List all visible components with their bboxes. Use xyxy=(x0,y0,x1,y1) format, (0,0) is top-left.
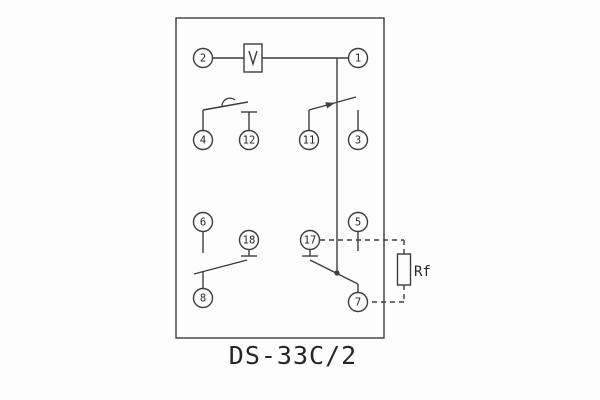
terminal-18-circle xyxy=(238,229,260,251)
contact-11-3 xyxy=(308,96,359,130)
terminal-17: 17 xyxy=(299,229,321,251)
coil-circuit xyxy=(213,43,348,273)
terminal-18: 18 xyxy=(238,229,260,251)
terminal-2-label: 2 xyxy=(200,53,206,65)
terminal-4: 4 xyxy=(192,129,214,151)
contact-5-17-7 xyxy=(302,231,359,292)
terminal-12-label: 12 xyxy=(243,135,256,147)
terminal-5: 5 xyxy=(347,211,369,233)
terminal-2: 2 xyxy=(192,47,214,69)
terminal-3: 3 xyxy=(347,129,369,151)
terminals: 2 1 4 12 11 3 xyxy=(192,47,369,313)
resistor-box xyxy=(396,253,412,286)
blade-8-18 xyxy=(193,259,248,275)
external-resistor-circuit: Rf xyxy=(320,239,431,303)
terminal-8-circle xyxy=(192,287,214,309)
terminal-8-label: 8 xyxy=(200,293,206,305)
terminal-1: 1 xyxy=(347,47,369,69)
terminal-18-label: 18 xyxy=(243,235,256,247)
contact-4-12 xyxy=(202,97,257,130)
resistor-label: Rf xyxy=(414,264,431,280)
delay-hook xyxy=(221,97,236,108)
terminal-8: 8 xyxy=(192,287,214,309)
contact-6-18-8 xyxy=(193,231,257,288)
terminal-11: 11 xyxy=(298,129,320,151)
blade-17-7 xyxy=(309,259,359,285)
enclosure-border xyxy=(175,17,385,339)
terminal-3-label: 3 xyxy=(355,135,361,147)
junction-dot xyxy=(334,270,340,276)
terminal-7: 7 xyxy=(347,291,369,313)
arrow-icon xyxy=(325,102,335,109)
coil-v-symbol xyxy=(248,50,258,67)
terminal-1-label: 1 xyxy=(355,53,361,65)
terminal-2-circle xyxy=(192,47,214,69)
terminal-6: 6 xyxy=(192,211,214,233)
terminal-5-label: 5 xyxy=(355,217,361,229)
coil-box xyxy=(243,43,263,73)
terminal-11-label: 11 xyxy=(303,135,316,147)
terminal-12: 12 xyxy=(238,129,260,151)
terminal-6-label: 6 xyxy=(200,217,206,229)
terminal-5-circle xyxy=(347,211,369,233)
terminal-17-label: 17 xyxy=(304,235,317,247)
blade-4-12 xyxy=(202,101,249,111)
terminal-4-label: 4 xyxy=(200,135,206,147)
terminal-7-label: 7 xyxy=(355,297,361,309)
terminal-6-circle xyxy=(192,211,214,233)
terminal-11-circle xyxy=(298,129,320,151)
terminal-4-circle xyxy=(192,129,214,151)
terminal-7-circle xyxy=(347,291,369,313)
terminal-3-circle xyxy=(347,129,369,151)
terminal-12-circle xyxy=(238,129,260,151)
diagram-title: DS-33C/2 xyxy=(229,341,357,370)
terminal-1-circle xyxy=(347,47,369,69)
terminal-17-circle xyxy=(299,229,321,251)
